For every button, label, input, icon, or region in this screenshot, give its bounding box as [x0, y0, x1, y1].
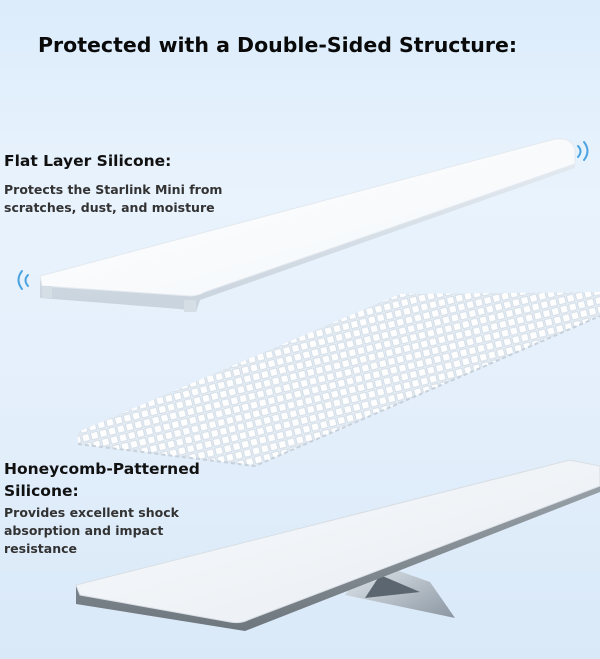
signal-waves-icon [17, 270, 29, 290]
flat-layer-heading: Flat Layer Silicone: [4, 152, 172, 170]
honeycomb-layer-heading: Honeycomb-Patterned Silicone: [4, 460, 200, 500]
flat-silicone-layer [39, 138, 576, 312]
starlink-mini-dish [75, 459, 600, 631]
signal-waves-icon [577, 141, 589, 161]
page-title: Protected with a Double-Sided Structure: [38, 33, 518, 57]
flat-layer-description: Protects the Starlink Mini from scratche… [4, 182, 223, 215]
honeycomb-layer-description: Provides excellent shock absorption and … [4, 505, 179, 556]
honeycomb-silicone-layer [77, 292, 600, 468]
